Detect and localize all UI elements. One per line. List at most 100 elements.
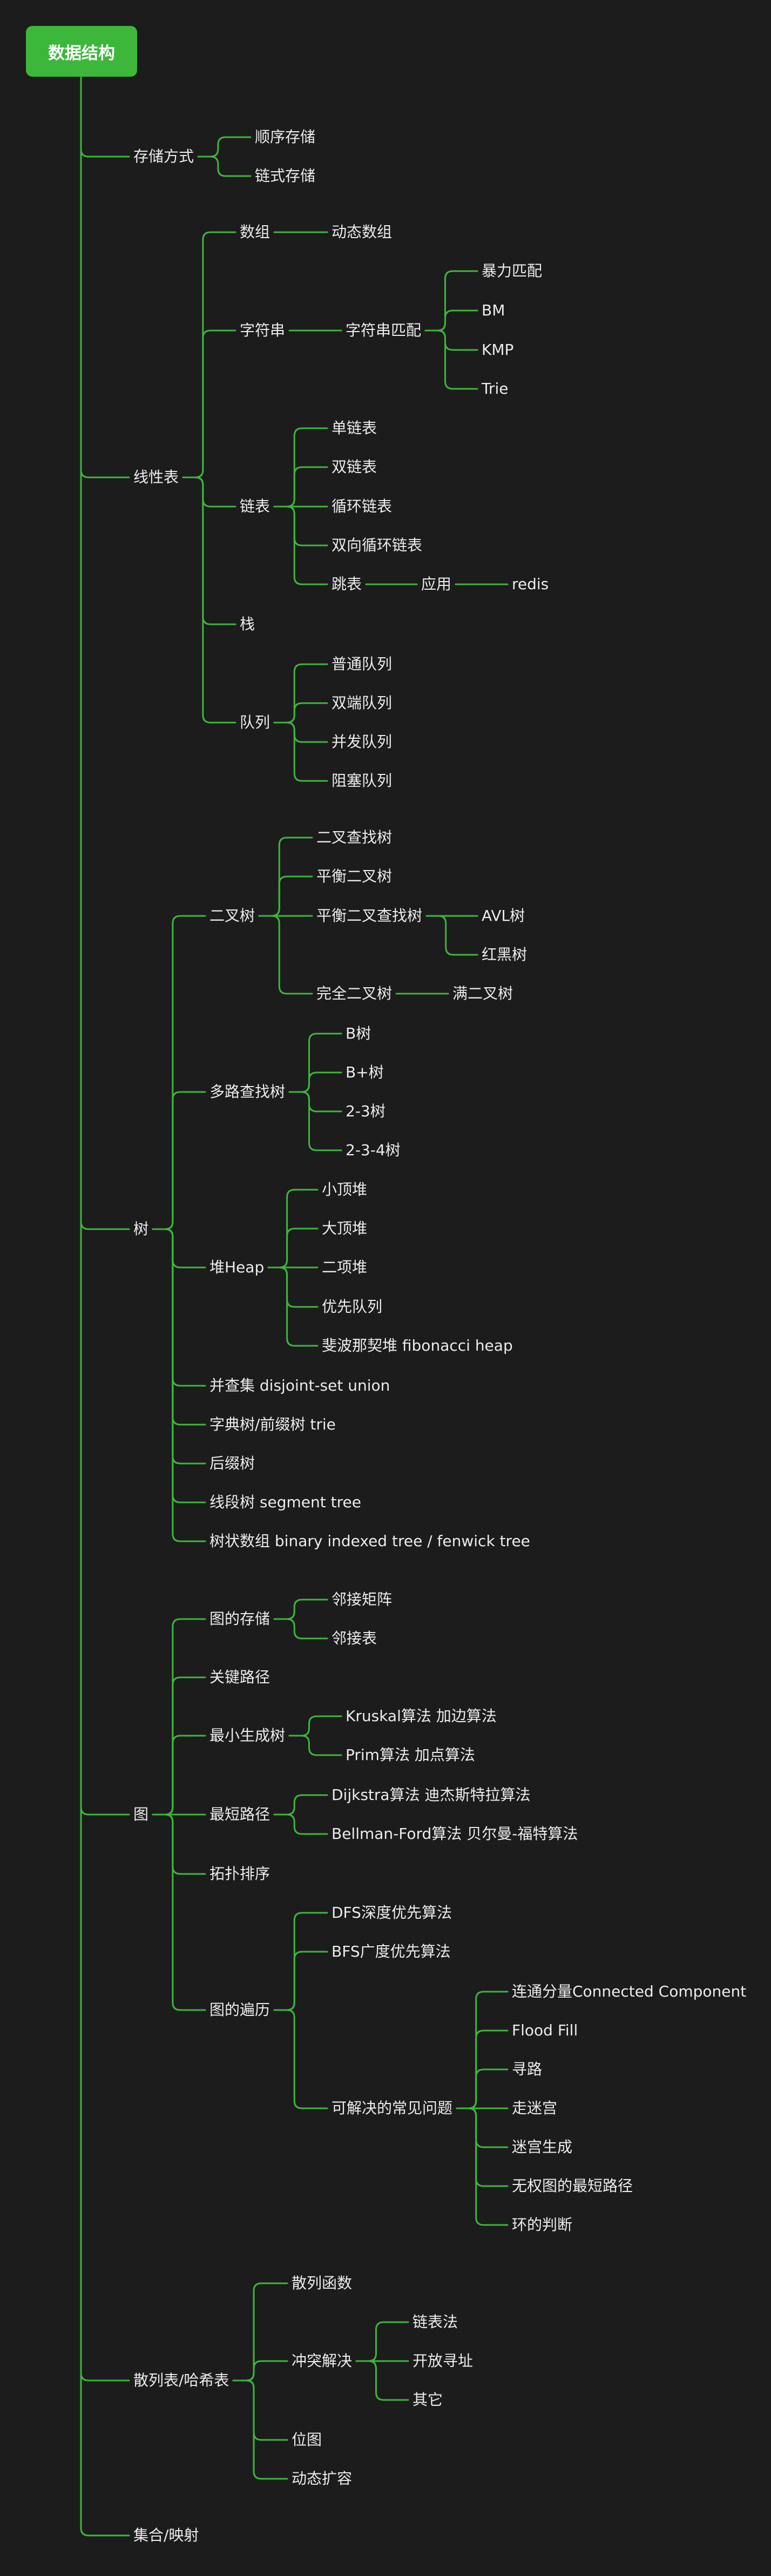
node-2-2-4[interactable]: 斐波那契堆 fibonacci heap [322,1337,513,1354]
node-2-2-3[interactable]: 优先队列 [322,1298,383,1316]
node-3[interactable]: 图 [133,1805,149,1823]
node-1-4[interactable]: 队列 [240,713,270,731]
node-1-4-3[interactable]: 阻塞队列 [332,772,393,790]
node-2-1-3[interactable]: 2-3-4树 [346,1141,401,1159]
node-3-0[interactable]: 图的存储 [209,1610,270,1628]
node-3-5-1[interactable]: BFS广度优先算法 [332,1943,451,1960]
node-2-0[interactable]: 二叉树 [209,907,255,925]
node-4-1-1[interactable]: 开放寻址 [412,2352,474,2370]
node-2-1[interactable]: 多路查找树 [209,1083,286,1101]
node-2-1-2[interactable]: 2-3树 [346,1102,386,1120]
node-3-5-2-3[interactable]: 走迷宫 [512,2099,558,2117]
node-3-5-2-2[interactable]: 寻路 [512,2060,543,2078]
connector [288,1091,342,1151]
node-3-4[interactable]: 拓扑排序 [209,1865,270,1883]
node-1-2-0[interactable]: 单链表 [332,419,377,437]
node-3-5-2-4[interactable]: 迷宫生成 [512,2138,573,2156]
node-1-4-1[interactable]: 双端队列 [332,694,393,712]
node-1-1-0-2[interactable]: KMP [482,341,514,359]
connector [152,1813,206,2011]
connector [232,2360,288,2382]
node-4-0[interactable]: 散列函数 [292,2274,353,2292]
connector [80,76,130,1816]
node-1-3[interactable]: 栈 [240,615,255,633]
node-2-2-2[interactable]: 二项堆 [322,1258,368,1276]
connector [288,1715,342,1737]
node-2[interactable]: 树 [133,1220,149,1238]
node-2-0-2-0[interactable]: AVL树 [482,907,525,925]
connector [258,915,313,995]
node-0-0[interactable]: 顺序存储 [255,128,316,146]
node-4[interactable]: 散列表/哈希表 [133,2371,229,2389]
node-1-2-2[interactable]: 循环链表 [332,497,393,515]
node-2-1-1[interactable]: B+树 [346,1063,384,1081]
node-4-1[interactable]: 冲突解决 [292,2352,353,2370]
node-3-5-0[interactable]: DFS深度优先算法 [332,1904,452,1921]
connector [273,1599,328,1620]
node-1-2-4-0-0[interactable]: redis [512,575,549,593]
node-1-0-0[interactable]: 动态数组 [332,223,393,241]
node-1-2-4[interactable]: 跳表 [332,575,362,593]
node-4-3[interactable]: 动态扩容 [292,2470,353,2487]
node-1-4-0[interactable]: 普通队列 [332,655,393,673]
root-node[interactable]: 数据结构 [26,26,137,77]
connector [288,1091,342,1112]
node-2-0-3-0[interactable]: 满二叉树 [452,984,513,1002]
node-1-1-0-0[interactable]: 暴力匹配 [482,262,543,280]
node-2-7[interactable]: 树状数组 binary indexed tree / fenwick tree [209,1532,530,1550]
connector [424,329,478,390]
node-2-0-2[interactable]: 平衡二叉查找树 [316,907,423,925]
node-1-4-2[interactable]: 并发队列 [332,733,393,751]
node-1[interactable]: 线性表 [133,468,179,486]
node-3-5[interactable]: 图的遍历 [209,2001,270,2019]
node-3-5-2-5[interactable]: 无权图的最短路径 [512,2177,633,2195]
node-5[interactable]: 集合/映射 [133,2526,199,2544]
node-3-5-2-6[interactable]: 环的判断 [512,2216,573,2234]
node-0[interactable]: 存储方式 [133,147,194,165]
node-3-0-0[interactable]: 邻接矩阵 [332,1590,393,1608]
node-3-3-1[interactable]: Bellman-Ford算法 贝尔曼-福特算法 [332,1825,578,1843]
connector [182,231,236,478]
node-2-5[interactable]: 后缀树 [209,1454,255,1472]
connector [152,1228,206,1426]
connector [182,476,236,625]
node-1-1-0-1[interactable]: BM [482,301,505,319]
node-1-2[interactable]: 链表 [240,497,270,515]
node-2-0-1[interactable]: 平衡二叉树 [316,867,393,885]
node-3-3-0[interactable]: Dijkstra算法 迪杰斯特拉算法 [332,1786,531,1804]
node-3-1[interactable]: 关键路径 [209,1668,270,1686]
node-4-1-2[interactable]: 其它 [412,2391,443,2409]
node-3-2-0[interactable]: Kruskal算法 加边算法 [346,1707,497,1725]
node-1-1[interactable]: 字符串 [240,321,286,339]
node-3-2[interactable]: 最小生成树 [209,1727,286,1744]
node-1-2-1[interactable]: 双链表 [332,458,377,476]
node-1-2-4-0[interactable]: 应用 [421,575,452,593]
node-2-2[interactable]: 堆Heap [209,1258,265,1276]
node-3-5-2-0[interactable]: 连通分量Connected Component [512,1982,747,2000]
connector [273,466,328,508]
node-2-6[interactable]: 线段树 segment tree [209,1493,361,1511]
node-2-3[interactable]: 并查集 disjoint-set union [209,1377,390,1394]
node-2-4[interactable]: 字典树/前缀树 trie [209,1415,336,1433]
node-3-0-1[interactable]: 邻接表 [332,1629,377,1647]
node-4-2[interactable]: 位图 [292,2431,322,2449]
node-2-0-3[interactable]: 完全二叉树 [316,984,393,1002]
node-3-3[interactable]: 最短路径 [209,1805,270,1823]
node-2-2-0[interactable]: 小顶堆 [322,1181,368,1198]
node-3-5-2-1[interactable]: Flood Fill [512,2021,578,2039]
node-1-1-0-3[interactable]: Trie [482,380,509,397]
node-2-0-0[interactable]: 二叉查找树 [316,828,393,846]
node-1-1-0[interactable]: 字符串匹配 [346,321,422,339]
connector [232,2379,288,2441]
node-0-1[interactable]: 链式存储 [255,167,316,185]
node-4-1-0[interactable]: 链表法 [412,2313,458,2331]
node-1-0[interactable]: 数组 [240,223,270,241]
node-1-2-3[interactable]: 双向循环链表 [332,536,423,554]
node-2-2-1[interactable]: 大顶堆 [322,1219,368,1237]
node-2-1-0[interactable]: B树 [346,1024,371,1042]
node-3-5-2[interactable]: 可解决的常见问题 [332,2099,453,2117]
node-3-2-1[interactable]: Prim算法 加点算法 [346,1746,475,1764]
node-2-0-2-1[interactable]: 红黑树 [482,946,527,963]
connector [182,329,236,478]
